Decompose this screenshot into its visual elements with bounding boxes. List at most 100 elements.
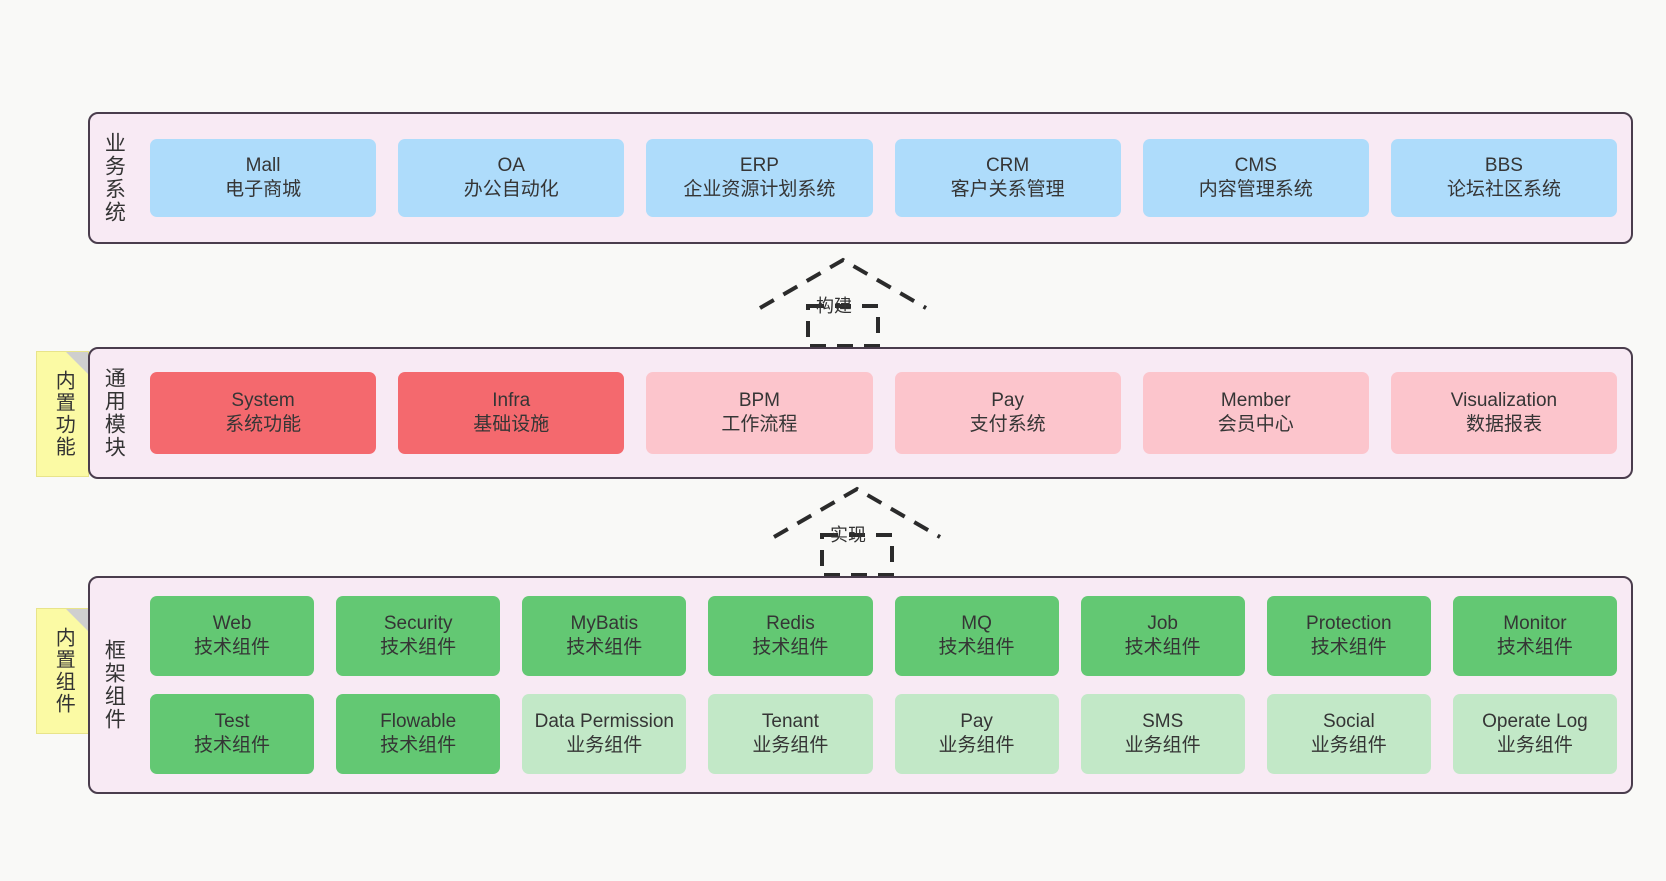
connector-build-label: 构建 [816, 296, 852, 316]
framework-card-protection[interactable]: Protection 技术组件 [1266, 596, 1431, 676]
card-en-label: Visualization [1450, 389, 1558, 411]
business-card-row: Mall 电子商城 OA 办公自动化 ERP 企业资源计划系统 CRM 客户关系… [150, 139, 1618, 217]
framework-card-redis[interactable]: Redis 技术组件 [708, 596, 873, 676]
module-card-pay[interactable]: Pay 支付系统 [894, 372, 1121, 454]
connector-implement-label: 实现 [830, 525, 866, 545]
card-cn-label: 技术组件 [194, 637, 271, 658]
card-en-label: Data Permission [534, 710, 674, 732]
card-en-label: Web [212, 612, 252, 634]
framework-layer-body: Web 技术组件 Security 技术组件 MyBatis 技术组件 Redi… [136, 578, 1631, 792]
framework-card-tenant[interactable]: Tenant 业务组件 [708, 694, 873, 774]
card-cn-label: 技术组件 [566, 637, 643, 658]
card-cn-label: 会员中心 [1217, 414, 1294, 435]
note-builtin-components: 内置组件 [36, 608, 89, 734]
card-en-label: Protection [1306, 612, 1392, 634]
card-cn-label: 技术组件 [194, 735, 271, 756]
framework-component-layer: 框架组件 Web 技术组件 Security 技术组件 MyBatis 技术组件… [88, 576, 1633, 794]
card-cn-label: 业务组件 [1310, 735, 1387, 756]
framework-card-pay[interactable]: Pay 业务组件 [894, 694, 1059, 774]
business-layer-title: 业务系统 [102, 132, 126, 224]
card-en-label: Redis [766, 612, 815, 634]
card-en-label: CRM [985, 154, 1030, 176]
card-cn-label: 系统功能 [225, 414, 302, 435]
module-card-member[interactable]: Member 会员中心 [1142, 372, 1369, 454]
card-en-label: Flowable [380, 710, 457, 732]
business-layer-body: Mall 电子商城 OA 办公自动化 ERP 企业资源计划系统 CRM 客户关系… [136, 114, 1631, 242]
module-card-bpm[interactable]: BPM 工作流程 [646, 372, 873, 454]
card-cn-label: 办公自动化 [463, 179, 559, 200]
card-en-label: System [231, 389, 295, 411]
framework-card-data-permission[interactable]: Data Permission 业务组件 [522, 694, 687, 774]
card-cn-label: 技术组件 [1310, 637, 1387, 658]
business-system-layer: 业务系统 Mall 电子商城 OA 办公自动化 ERP 企业资源计划系统 CRM… [88, 112, 1633, 244]
card-en-label: SMS [1142, 710, 1184, 732]
card-cn-label: 业务组件 [1124, 735, 1201, 756]
card-en-label: Security [383, 612, 453, 634]
card-en-label: Job [1147, 612, 1178, 634]
framework-card-job[interactable]: Job 技术组件 [1080, 596, 1245, 676]
card-cn-label: 业务组件 [938, 735, 1015, 756]
card-cn-label: 支付系统 [969, 414, 1046, 435]
card-cn-label: 技术组件 [938, 637, 1015, 658]
note-label: 内置功能 [52, 370, 75, 458]
general-module-layer: 通用模块 System 系统功能 Infra 基础设施 BPM 工作流程 Pay… [88, 347, 1633, 479]
framework-tech-row: Web 技术组件 Security 技术组件 MyBatis 技术组件 Redi… [150, 596, 1617, 676]
framework-card-web[interactable]: Web 技术组件 [150, 596, 315, 676]
card-en-label: Social [1322, 710, 1375, 732]
card-en-label: Monitor [1503, 612, 1567, 634]
card-en-label: CMS [1234, 154, 1277, 176]
framework-card-operate-log[interactable]: Operate Log 业务组件 [1452, 694, 1617, 774]
card-en-label: BPM [738, 389, 781, 411]
card-cn-label: 技术组件 [1496, 637, 1573, 658]
module-card-visualization[interactable]: Visualization 数据报表 [1390, 372, 1618, 454]
card-cn-label: 论坛社区系统 [1446, 179, 1561, 200]
card-en-label: MQ [961, 612, 992, 634]
module-card-system[interactable]: System 系统功能 [150, 372, 377, 454]
card-cn-label: 技术组件 [1124, 637, 1201, 658]
framework-biz-row: Test 技术组件 Flowable 技术组件 Data Permission … [150, 694, 1617, 774]
card-en-label: Mall [245, 154, 281, 176]
connector-build: 构建 [748, 257, 938, 348]
module-card-infra[interactable]: Infra 基础设施 [398, 372, 625, 454]
card-cn-label: 技术组件 [380, 735, 457, 756]
business-card-mall[interactable]: Mall 电子商城 [150, 139, 377, 217]
card-cn-label: 业务组件 [752, 735, 829, 756]
generalization-arrowhead-icon [758, 257, 928, 310]
card-cn-label: 企业资源计划系统 [683, 179, 836, 200]
note-label: 内置组件 [52, 627, 75, 715]
framework-card-security[interactable]: Security 技术组件 [336, 596, 501, 676]
connector-implement: 实现 [762, 486, 952, 577]
card-cn-label: 电子商城 [225, 179, 302, 200]
business-card-bbs[interactable]: BBS 论坛社区系统 [1390, 139, 1618, 217]
card-en-label: Operate Log [1482, 710, 1588, 732]
business-card-oa[interactable]: OA 办公自动化 [398, 139, 625, 217]
card-cn-label: 技术组件 [380, 637, 457, 658]
framework-card-mybatis[interactable]: MyBatis 技术组件 [522, 596, 687, 676]
card-cn-label: 工作流程 [721, 414, 798, 435]
module-layer-body: System 系统功能 Infra 基础设施 BPM 工作流程 Pay 支付系统… [136, 349, 1631, 477]
card-cn-label: 内容管理系统 [1198, 179, 1313, 200]
framework-card-mq[interactable]: MQ 技术组件 [894, 596, 1059, 676]
framework-card-social[interactable]: Social 业务组件 [1266, 694, 1431, 774]
business-card-cms[interactable]: CMS 内容管理系统 [1142, 139, 1369, 217]
module-layer-title: 通用模块 [102, 367, 126, 459]
card-cn-label: 数据报表 [1465, 414, 1542, 435]
framework-card-flowable[interactable]: Flowable 技术组件 [336, 694, 501, 774]
card-cn-label: 业务组件 [1496, 735, 1573, 756]
card-en-label: Test [214, 710, 250, 732]
business-card-erp[interactable]: ERP 企业资源计划系统 [646, 139, 873, 217]
framework-card-sms[interactable]: SMS 业务组件 [1080, 694, 1245, 774]
card-cn-label: 基础设施 [473, 414, 550, 435]
card-en-label: BBS [1484, 154, 1523, 176]
connector-stem-icon [806, 304, 880, 348]
card-cn-label: 技术组件 [752, 637, 829, 658]
framework-card-monitor[interactable]: Monitor 技术组件 [1452, 596, 1617, 676]
module-card-row: System 系统功能 Infra 基础设施 BPM 工作流程 Pay 支付系统… [150, 372, 1618, 454]
business-card-crm[interactable]: CRM 客户关系管理 [894, 139, 1121, 217]
framework-card-test[interactable]: Test 技术组件 [150, 694, 315, 774]
card-cn-label: 业务组件 [566, 735, 643, 756]
card-en-label: Tenant [761, 710, 819, 732]
card-en-label: Pay [991, 389, 1024, 411]
framework-layer-title: 框架组件 [102, 639, 126, 731]
card-en-label: Member [1220, 389, 1291, 411]
